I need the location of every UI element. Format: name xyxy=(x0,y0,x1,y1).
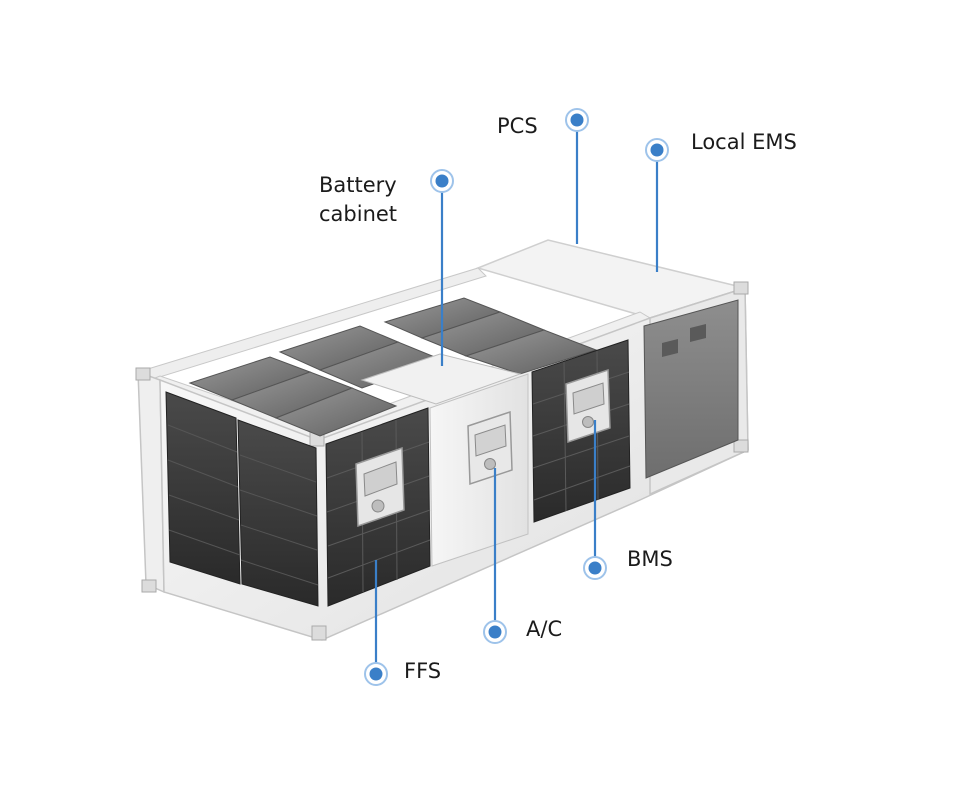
control-panel-ac xyxy=(467,410,513,486)
label-ac: A/C xyxy=(526,617,563,641)
pin-icon xyxy=(364,662,388,686)
battery-rack xyxy=(237,419,319,607)
pin-icon xyxy=(583,556,607,580)
pcs-cabinet xyxy=(643,299,739,479)
control-panel-bms xyxy=(565,368,611,444)
corner-casting xyxy=(141,579,157,593)
control-panel-ffs xyxy=(355,446,405,528)
battery-racks-left xyxy=(165,391,319,607)
label-ffs: FFS xyxy=(404,659,442,683)
pins xyxy=(364,108,669,686)
corner-casting xyxy=(733,439,749,453)
pcs-vent xyxy=(690,323,706,342)
ac-section-top xyxy=(360,353,522,405)
pin-icon xyxy=(645,138,669,162)
pin-icon xyxy=(430,169,454,193)
pin-icon xyxy=(483,620,507,644)
corner-casting xyxy=(733,281,749,295)
corner-casting xyxy=(135,367,151,381)
label-battery-cabinet: Battery cabinet xyxy=(319,173,398,226)
battery-lids xyxy=(188,297,598,437)
pin-icon xyxy=(565,108,589,132)
corner-casting xyxy=(311,625,327,641)
battery-rack xyxy=(165,391,241,585)
leader-lines xyxy=(374,120,659,674)
battery-lid xyxy=(274,387,398,437)
label-pcs: PCS xyxy=(497,114,538,138)
label-local-ems: Local EMS xyxy=(691,130,797,154)
label-bms: BMS xyxy=(627,547,673,571)
battery-lid xyxy=(464,329,598,375)
pcs-vent xyxy=(662,338,678,357)
